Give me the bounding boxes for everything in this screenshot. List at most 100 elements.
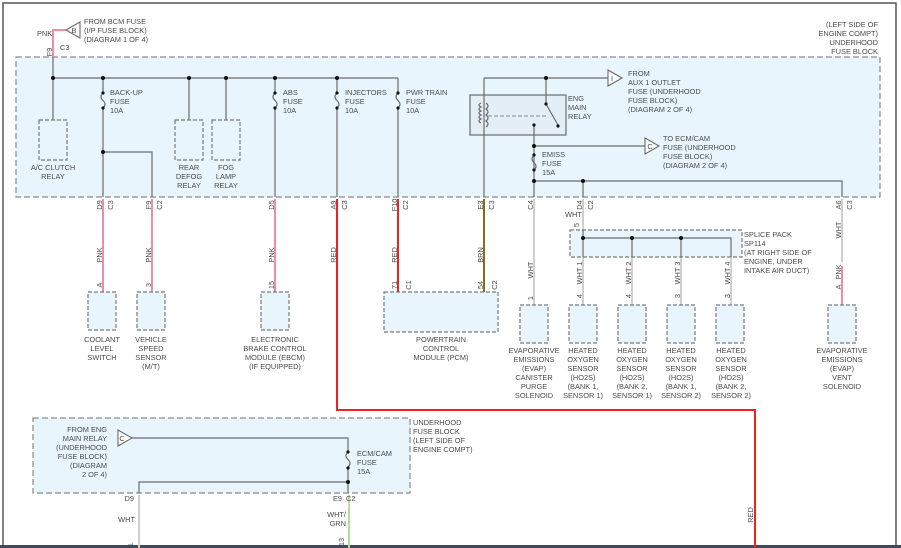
wire-labels-label: RED [390, 247, 399, 263]
bcm-feed-label: (DIAGRAM 1 OF 4) [84, 35, 148, 44]
wire-labels-label: WHT [526, 261, 535, 278]
conns-out-label: C3 [106, 200, 115, 209]
injectors-fuse-label: FUSE [345, 97, 365, 106]
ho2s-b2s2-label: HEATED [716, 346, 745, 355]
evap-purge-label: PURGE [521, 382, 547, 391]
splice-wires-label: WHT 2 [624, 262, 633, 285]
pcm-label: POWERTRAIN [416, 335, 466, 344]
bcm-feed-label: FROM BCM FUSE [84, 17, 146, 26]
evap-purge-label: EMISSIONS [513, 355, 554, 364]
ho2s-b1s1-label: SENSOR [567, 364, 598, 373]
lower-block-title-label: (LEFT SIDE OF [413, 436, 466, 445]
vss-label: (M/T) [142, 362, 160, 371]
vss-label: SPEED [138, 344, 163, 353]
eng-main-feed-connector-icon [117, 429, 134, 447]
ebcm-module [260, 291, 290, 331]
conns-out-label: C3 [340, 200, 349, 209]
ho2s-b2s1-label: OXYGEN [616, 355, 648, 364]
ho2s-pins-label: 4 [575, 294, 584, 298]
rear-defog-relay [174, 119, 204, 161]
vent-pnk-label: PNK [834, 264, 843, 279]
ho2s-b1s2-label: OXYGEN [665, 355, 697, 364]
ecm-cam-fuse-icon [345, 451, 351, 468]
coolant-label: COOLANT [84, 335, 120, 344]
eng-main-feed-label: FROM ENG [67, 425, 107, 434]
lower-pin-d9-label: D9 [125, 494, 134, 503]
comp-pins-label: 3 [144, 283, 153, 287]
lower-pins-label: 1 [126, 543, 135, 547]
coolant-label: SWITCH [87, 353, 116, 362]
conns-out-label: C2 [586, 200, 595, 209]
fog-lamp-label: RELAY [214, 181, 238, 190]
comp-conns-label: C2 [490, 280, 499, 289]
comp-pins-label: 54 [476, 281, 485, 289]
wire-labels-label: PNK [144, 247, 153, 262]
eng-main-feed-letter-label: C [119, 434, 125, 443]
ho2s-b2s2-label: (HO2S) [718, 373, 743, 382]
abs-fuse-label: 10A [283, 106, 296, 115]
pcm-label: CONTROL [423, 344, 459, 353]
evap-purge-label: CANISTER [515, 373, 552, 382]
conns-out-label: C2 [155, 200, 164, 209]
splice-wires-label: WHT 4 [723, 262, 732, 285]
splice-pack-label: ENGINE, UNDER [744, 257, 803, 266]
conns-out-label: C3 [487, 200, 496, 209]
fog-lamp-label: LAMP [216, 172, 236, 181]
rear-defog-label: DEFOG [176, 172, 203, 181]
ho2s-b2s1-label: SENSOR 1) [612, 391, 652, 400]
backup-fuse-icon [100, 92, 106, 109]
ho2s-bank2-sensor1 [617, 304, 647, 344]
comp-conns-label: C1 [404, 280, 413, 289]
lower-whtgrn-label: WHT/ [327, 510, 347, 519]
splice-pack-sp114 [569, 229, 743, 258]
aux-feed-connector-icon [607, 69, 624, 87]
comp-pins-label: 1 [526, 296, 535, 300]
lower-block-title-label: FUSE BLOCK [413, 427, 460, 436]
backup-fuse-label: BACK-UP [110, 88, 143, 97]
evap-purge-label: SOLENOID [515, 391, 553, 400]
evap-purge-solenoid [519, 304, 549, 344]
ho2s-bank2-sensor2 [715, 304, 745, 344]
ebcm-label: (IF EQUIPPED) [249, 362, 301, 371]
block-title-label: ENGINE COMPT) [818, 29, 878, 38]
eng-main-feed-label: (DIAGRAM [70, 461, 107, 470]
ebcm-label: BRAKE CONTROL [243, 344, 306, 353]
evap-vent-label: VENT [832, 373, 852, 382]
ac-clutch-label: RELAY [41, 172, 65, 181]
pins-out-label: F9 [144, 201, 153, 210]
ho2s-b1s1-label: SENSOR 1) [563, 391, 603, 400]
ho2s-pins-label: 4 [624, 294, 633, 298]
splice-pack-label: SPLICE PACK [744, 230, 792, 239]
pwr-train-fuse-label: PWR TRAIN [406, 88, 447, 97]
top-conn-label: C3 [60, 43, 69, 52]
ho2s-b2s2-label: OXYGEN [715, 355, 747, 364]
emiss-fuse-label: 15A [542, 168, 555, 177]
splice-wires-label: WHT 3 [673, 262, 682, 285]
aux-feed-label: FROM [628, 69, 650, 78]
ho2s-b2s1-label: (HO2S) [619, 373, 644, 382]
ebcm-label: MODULE (EBCM) [245, 353, 305, 362]
eng-main-feed-label: 2 OF 4) [82, 470, 107, 479]
injectors-fuse-label: 10A [345, 106, 358, 115]
ecm-cam-fuse-label: ECM/CAM [357, 449, 392, 458]
abs-fuse-label: FUSE [283, 97, 303, 106]
pwr-train-fuse-label: FUSE [406, 97, 426, 106]
output-wires [102, 199, 843, 548]
relay-coil-icon [478, 102, 483, 124]
ho2s-b1s1-label: (HO2S) [570, 373, 595, 382]
ecm-cam-to-connector-icon [644, 137, 661, 155]
top-pin-label: F9 [45, 48, 54, 57]
ecm-cam-circuit [117, 429, 351, 548]
pwr-train-fuse-icon [395, 78, 401, 197]
ho2s-b1s2-label: (BANK 1, [666, 382, 697, 391]
comp-pins-label: 15 [267, 281, 276, 289]
ho2s-bank1-sensor2 [666, 304, 696, 344]
aux-feed-letter-label: I [611, 74, 613, 83]
wire-labels-label: PNK [95, 247, 104, 262]
abs-fuse-icon [272, 78, 278, 197]
pins-out-label: A9 [329, 200, 338, 209]
lower-block-title-label: ENGINE COMPT) [413, 445, 473, 454]
eng-main-relay-label: RELAY [568, 112, 592, 121]
